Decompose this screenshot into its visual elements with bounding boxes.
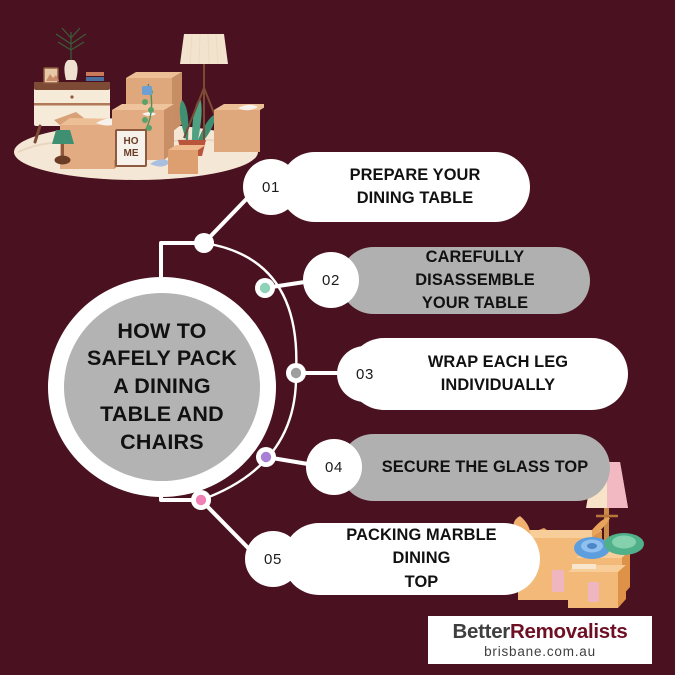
brand-logo[interactable]: BetterRemovalists brisbane.com.au [428, 616, 652, 664]
step-card-04[interactable]: SECURE THE GLASS TOP [340, 434, 610, 501]
step-card-03[interactable]: WRAP EACH LEG INDIVIDUALLY [348, 338, 628, 410]
step-number-03: 03 [356, 365, 374, 383]
svg-text:ME: ME [124, 148, 139, 159]
step-number-05: 05 [264, 550, 282, 568]
step-badge-05[interactable]: 05 [245, 531, 301, 587]
center-hub: HOW TO SAFELY PACK A DINING TABLE AND CH… [48, 277, 276, 497]
connector-node-04 [256, 447, 276, 467]
connector-node-03 [286, 363, 306, 383]
step-number-01: 01 [262, 178, 280, 196]
step-label-03: WRAP EACH LEG INDIVIDUALLY [427, 352, 569, 394]
step-badge-04[interactable]: 04 [306, 439, 362, 495]
brand-word-better: Better [452, 619, 511, 643]
center-hub-inner: HOW TO SAFELY PACK A DINING TABLE AND CH… [64, 293, 260, 481]
step-card-01[interactable]: PREPARE YOUR DINING TABLE [280, 152, 530, 222]
brand-logo-domain: brisbane.com.au [484, 644, 596, 659]
step-badge-01[interactable]: 01 [243, 159, 299, 215]
connector-node-01 [194, 233, 214, 253]
connector-node-05 [191, 490, 211, 510]
step-label-05: PACKING MARBLE DINING TOP [346, 526, 497, 591]
step-badge-03[interactable]: 03 [337, 346, 393, 402]
step-card-05[interactable]: PACKING MARBLE DINING TOP [283, 523, 540, 595]
step-label-04: SECURE THE GLASS TOP [381, 457, 589, 476]
step-badge-02[interactable]: 02 [303, 252, 359, 308]
illustration-moving-boxes-furniture: HO ME [14, 27, 264, 180]
step-card-02[interactable]: CAREFULLY DISASSEMBLE YOUR TABLE [340, 247, 590, 314]
connector-node-02 [255, 278, 275, 298]
brand-word-removalists: Removalists [509, 619, 628, 643]
infographic-title: HOW TO SAFELY PACK A DINING TABLE AND CH… [87, 318, 237, 454]
svg-text:HO: HO [124, 136, 139, 147]
brand-logo-name: BetterRemovalists [452, 619, 628, 643]
step-label-01: PREPARE YOUR DINING TABLE [349, 165, 481, 207]
step-number-02: 02 [322, 271, 340, 289]
step-label-02: CAREFULLY DISASSEMBLE YOUR TABLE [415, 247, 535, 313]
step-number-04: 04 [325, 458, 343, 476]
